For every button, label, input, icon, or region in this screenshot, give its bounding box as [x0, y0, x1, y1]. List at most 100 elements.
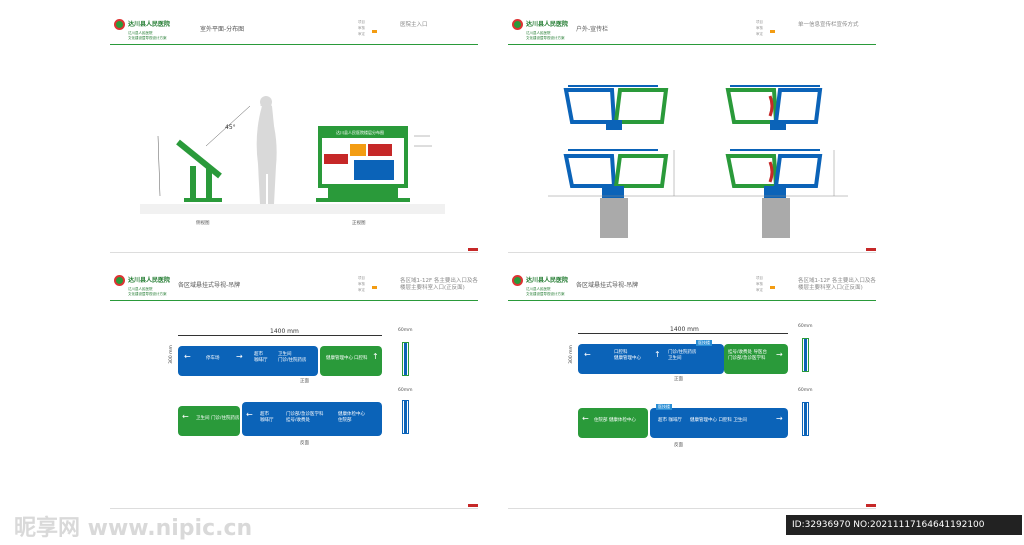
sheet-note: 各区域1-12F 各主要出入口及各楼层主要科室入口(正反面)	[400, 278, 478, 291]
front-sign-blue	[178, 346, 318, 376]
width-dimension: 1400 mm	[270, 328, 299, 335]
foundation-right	[762, 198, 790, 238]
color-swatch	[372, 30, 377, 33]
logo-subtitle: 达川县人民医院文化建设暨导视设计方案	[526, 31, 565, 40]
meta-labels: 项目审核审定	[756, 20, 763, 36]
arrow-left-icon: ←	[246, 410, 253, 419]
sheet-note: 医院主入口	[400, 22, 428, 28]
red-marker	[866, 504, 876, 507]
board-right-frame	[613, 88, 669, 124]
foundation-left	[600, 198, 628, 238]
sheet-header: 达川县人民医院 达川县人民医院文化建设暨导视设计方案 各区域悬挂式导视-吊牌 项…	[508, 272, 876, 301]
front-label: 正面	[674, 377, 683, 382]
arrow-left-icon: ←	[184, 352, 191, 361]
meta-labels: 项目审核审定	[756, 276, 763, 292]
logo-title: 达川县人民医院	[128, 277, 171, 284]
stand-base	[184, 198, 222, 202]
back-seg2: 超市咖啡厅	[260, 412, 274, 423]
back-label: 反面	[674, 443, 683, 448]
arrow-right-icon: →	[776, 350, 783, 359]
back-seg1: 卫生间 门诊/住院药房	[196, 416, 240, 421]
sheet-header: 达川县人民医院 达川县人民医院文化建设暨导视设计方案 室外平面-分布图 项目审核…	[110, 16, 478, 45]
building-tag: 医技楼	[656, 404, 672, 410]
front-seg5: 口腔科	[354, 356, 368, 361]
side-view-1	[802, 338, 809, 372]
hospital-logo: 达川县人民医院 达川县人民医院文化建设暨导视设计方案	[512, 19, 592, 43]
side-view-2	[402, 400, 409, 434]
logo-subtitle: 达川县人民医院文化建设暨导视设计方案	[128, 31, 167, 40]
arrow-up-icon: ↑	[372, 352, 379, 361]
building-tag: 医技楼	[696, 340, 712, 346]
hospital-logo: 达川县人民医院 达川县人民医院文化建设暨导视设计方案	[114, 19, 194, 43]
sheet-note: 单一信息宣传栏宣传方式	[798, 22, 859, 28]
height-dim-line	[157, 135, 161, 197]
back-seg2: 超市 咖啡厅	[658, 418, 682, 423]
stand-board	[176, 139, 222, 179]
arrow-left-icon: ←	[582, 414, 589, 423]
sheet-title: 各区域悬挂式导视-吊牌	[178, 282, 241, 289]
logo-emblem-icon	[512, 275, 523, 286]
back-label: 反面	[300, 441, 309, 446]
sheet-hanging-sign-a: 达川县人民医院 达川县人民医院文化建设暨导视设计方案 各区域悬挂式导视-吊牌 项…	[110, 272, 478, 510]
caption-front-view: 正视图	[352, 221, 366, 226]
arrow-left-icon: ←	[182, 412, 189, 421]
side-dim-1: 60mm	[798, 324, 813, 329]
angle-label: 45°	[225, 124, 236, 131]
side-view-2	[802, 402, 809, 436]
sheet-floor-plan: 达川县人民医院 达川县人民医院文化建设暨导视设计方案 室外平面-分布图 项目审核…	[110, 16, 478, 254]
back-seg3: 健康管理中心 口腔科 卫生间	[690, 418, 747, 423]
logo-emblem-icon	[512, 19, 523, 30]
meta-labels: 项目审核审定	[358, 276, 365, 292]
front-sign-green	[320, 346, 382, 376]
sheet-title: 户外-宣传栏	[576, 26, 609, 33]
sheet-title: 各区域悬挂式导视-吊牌	[576, 282, 639, 289]
width-dimension: 1400 mm	[670, 326, 699, 333]
board-left-frame	[563, 88, 617, 124]
front-seg4: 健康管理中心	[326, 356, 353, 361]
front-sign-green	[724, 344, 788, 374]
stand-leg-right	[206, 168, 212, 202]
red-marker	[468, 504, 478, 507]
site-watermark: 昵享网 www.nipic.cn	[14, 516, 253, 541]
arrow-left-icon: ←	[584, 350, 591, 359]
sheet-header: 达川县人民医院 达川县人民医院文化建设暨导视设计方案 各区域悬挂式导视-吊牌 项…	[110, 272, 478, 301]
logo-subtitle: 达川县人民医院文化建设暨导视设计方案	[526, 287, 565, 296]
caption-side-view: 侧视图	[196, 221, 210, 226]
sheet-note: 各区域1-12F 各主要出入口及各楼层主要科室入口(正反面)	[798, 278, 876, 291]
red-marker	[866, 248, 876, 251]
arrow-up-icon: ↑	[654, 350, 661, 359]
stand-leg-left	[190, 166, 196, 202]
ground-strip	[140, 204, 445, 214]
arrow-right-icon: →	[236, 352, 243, 361]
logo-title: 达川县人民医院	[526, 21, 569, 28]
color-swatch	[372, 286, 377, 289]
front-seg2: 门诊/住院药房卫生间	[668, 350, 697, 361]
front-seg1: 停车场	[206, 356, 220, 361]
back-seg3: 门诊部/急诊医学科挂号/收费处	[286, 412, 324, 423]
front-seg3: 挂号/收费处 导医台门诊部/急诊医学科	[728, 350, 767, 361]
front-seg2: 超市咖啡厅	[254, 352, 268, 363]
red-marker	[468, 248, 478, 251]
height-dimension: 300 mm	[568, 345, 574, 364]
logo-title: 达川县人民医院	[526, 277, 569, 284]
back-sign-blue	[242, 402, 382, 436]
front-sign-blue	[578, 344, 724, 374]
side-view-1	[402, 342, 409, 376]
side-dim-1: 60mm	[398, 328, 413, 333]
back-sign-green	[578, 408, 648, 438]
front-seg3: 卫生间门诊/住院药房	[278, 352, 307, 363]
sheet-title: 室外平面-分布图	[200, 26, 245, 33]
logo-emblem-icon	[114, 19, 125, 30]
logo-subtitle: 达川县人民医院文化建设暨导视设计方案	[128, 287, 167, 296]
front-seg1: 口腔科健康管理中心	[614, 350, 641, 361]
height-dimension: 300 mm	[168, 345, 174, 364]
logo-emblem-icon	[114, 275, 125, 286]
side-dim-2: 60mm	[398, 388, 413, 393]
front-label: 正面	[300, 379, 309, 384]
color-swatch	[770, 30, 775, 33]
arrow-right-icon: →	[776, 414, 783, 423]
hospital-logo: 达川县人民医院 达川县人民医院文化建设暨导视设计方案	[114, 275, 194, 299]
back-sign-blue	[650, 408, 788, 438]
sheet-header: 达川县人民医院 达川县人民医院文化建设暨导视设计方案 户外-宣传栏 项目审核审定…	[508, 16, 876, 45]
hospital-logo: 达川县人民医院 达川县人民医院文化建设暨导视设计方案	[512, 275, 592, 299]
